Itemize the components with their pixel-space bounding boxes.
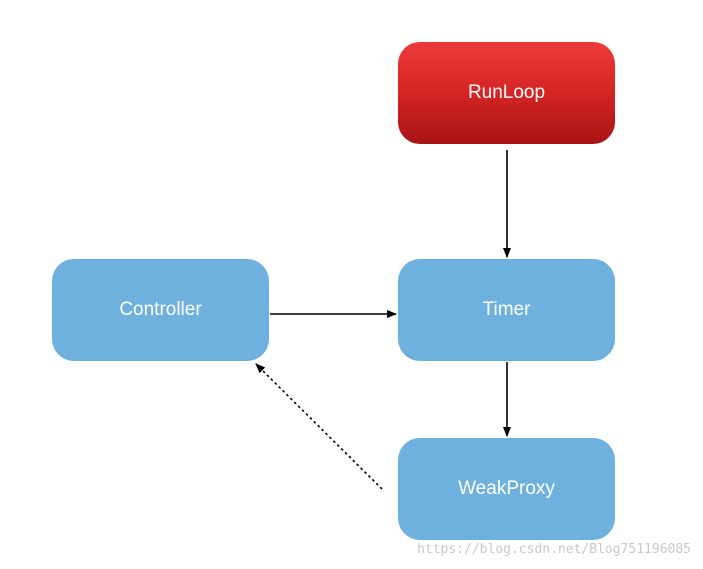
timer-label: Timer	[482, 299, 531, 320]
runloop-label: RunLoop	[467, 82, 546, 103]
timer-node: Timer	[398, 259, 615, 361]
controller-label: Controller	[119, 299, 202, 320]
weakproxy-label: WeakProxy	[458, 478, 555, 499]
edge-weakproxy-to-controller-weak	[255, 363, 383, 490]
watermark: https://blog.csdn.net/Blog751196085	[417, 542, 691, 557]
controller-node: Controller	[52, 259, 269, 361]
runloop-node: RunLoop	[398, 42, 615, 144]
weakproxy-node: WeakProxy	[398, 438, 615, 540]
